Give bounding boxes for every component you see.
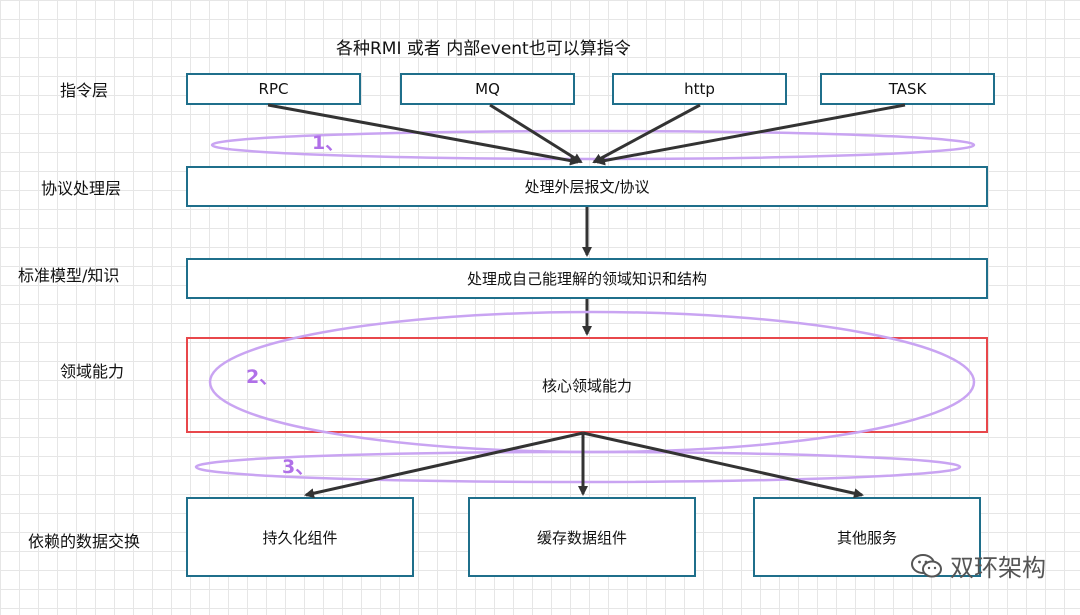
layer-label-protocol: 协议处理层 (41, 179, 122, 198)
diagram-caption: 各种RMI 或者 内部event也可以算指令 (336, 39, 631, 59)
arrow-domain-to-other (582, 431, 864, 499)
arrow-http (592, 103, 701, 164)
data-box-cache: 缓存数据组件 (468, 497, 696, 577)
marker-3: 3、 (282, 456, 315, 478)
layer-label-standard-model: 标准模型/知识 (18, 266, 120, 285)
data-box-persistence: 持久化组件 (186, 497, 414, 577)
arrow-task (595, 103, 906, 166)
marker-2: 2、 (246, 366, 279, 388)
command-box-rpc: RPC (186, 73, 361, 105)
arrow-domain-to-persistence (304, 431, 584, 499)
arrow-mq (489, 103, 583, 164)
wechat-icon (911, 553, 942, 577)
watermark-text: 双环架构 (950, 554, 1046, 582)
command-box-http: http (612, 73, 787, 105)
layer-label-command: 指令层 (60, 81, 109, 100)
marker-1: 1、 (312, 132, 345, 154)
command-box-task: TASK (820, 73, 995, 105)
command-box-mq: MQ (400, 73, 575, 105)
data-box-other-services: 其他服务 (753, 497, 981, 577)
watermark: 双环架构 (910, 548, 1046, 583)
protocol-box: 处理外层报文/协议 (186, 166, 988, 207)
layer-label-data-exchange: 依赖的数据交换 (28, 532, 141, 551)
domain-box: 核心领域能力 (186, 337, 988, 433)
layer-label-domain: 领域能力 (60, 362, 125, 381)
model-box: 处理成自己能理解的领域知识和结构 (186, 258, 988, 299)
